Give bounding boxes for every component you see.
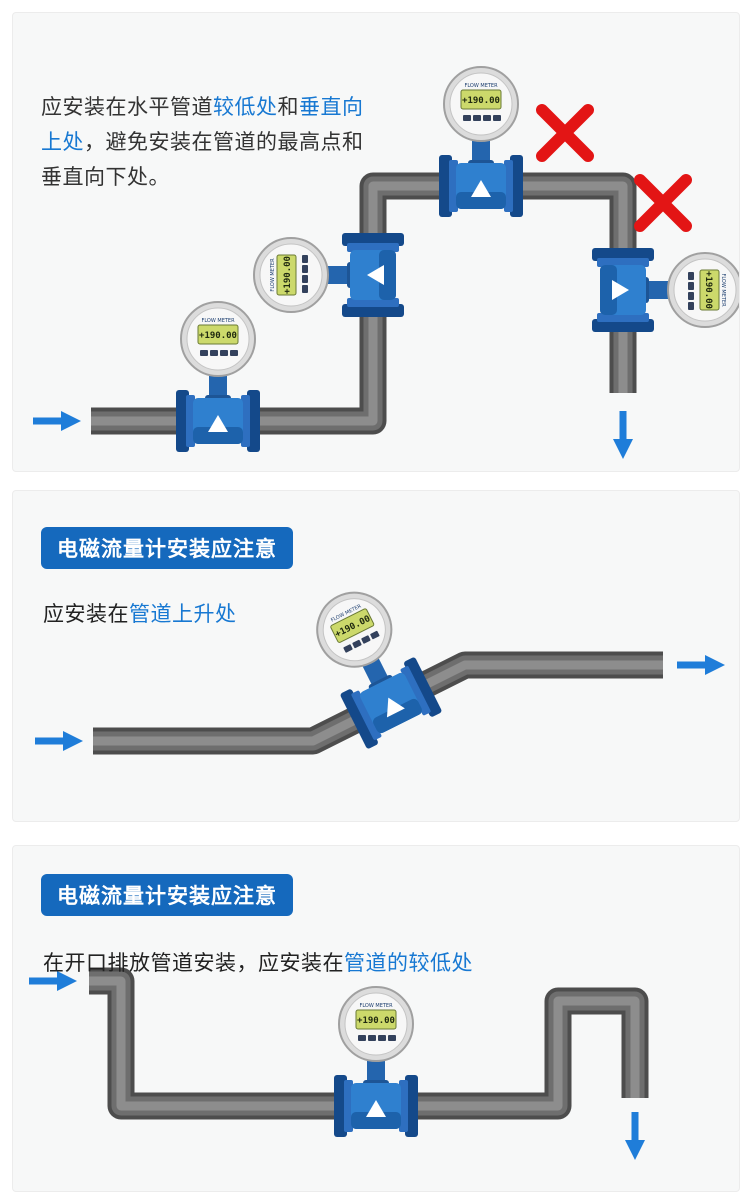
rising-pipe-diagram — [13, 576, 739, 755]
open-discharge-pipe-diagram — [13, 967, 649, 1191]
section2-caption: 应安装在管道上升处 — [43, 598, 237, 628]
error-x-icon — [542, 110, 588, 156]
caption-highlight: 管道上升处 — [129, 602, 237, 626]
caption-highlight: 管道的较低处 — [344, 951, 473, 975]
pipe — [89, 967, 649, 1120]
panel-open-discharge-rule: 电磁流量计安装应注意 在开口排放管道安装，应安装在管道的较低处 — [12, 845, 740, 1192]
section-badge: 电磁流量计安装应注意 — [41, 527, 293, 569]
flowmeter-downflow-wrong — [591, 247, 739, 333]
caption-highlight: 较低处 — [213, 95, 278, 119]
section3-caption: 在开口排放管道安装，应安装在管道的较低处 — [43, 947, 473, 977]
horizontal-vertical-pipe-diagram — [13, 66, 739, 471]
section-badge: 电磁流量计安装应注意 — [41, 874, 293, 916]
flowmeter-at-low-point — [333, 986, 419, 1138]
caption-text: 在开口排放管道安装，应安装在 — [43, 951, 344, 975]
error-x-icon — [640, 180, 686, 226]
caption-text: 应安装在水平管道 — [41, 95, 213, 119]
caption-text: 和 — [277, 95, 299, 119]
flowmeter-highpoint-wrong — [438, 66, 524, 218]
panel-horizontal-vertical-rules: 应安装在水平管道较低处和垂直向上处，避免安装在管道的最高点和垂直向下处。 — [12, 12, 740, 472]
flowmeter-low-horizontal — [175, 301, 261, 453]
panel-rising-pipe-rule: 电磁流量计安装应注意 应安装在管道上升处 — [12, 490, 740, 822]
caption-text: 应安装在 — [43, 602, 129, 626]
flow-arrow-out-icon — [677, 655, 725, 675]
section1-caption: 应安装在水平管道较低处和垂直向上处，避免安装在管道的最高点和垂直向下处。 — [41, 90, 377, 195]
caption-text: ，避免安装在管道的最高点和垂直向下处。 — [41, 130, 364, 189]
caption-highlight: 垂直向上处 — [41, 95, 364, 154]
flow-arrow-in-icon — [35, 731, 83, 751]
flowmeter-vertical-upflow — [253, 232, 405, 318]
flow-arrow-in-icon — [33, 411, 81, 431]
flow-arrow-down-icon — [613, 411, 633, 459]
flow-arrow-discharge-icon — [625, 1112, 645, 1160]
